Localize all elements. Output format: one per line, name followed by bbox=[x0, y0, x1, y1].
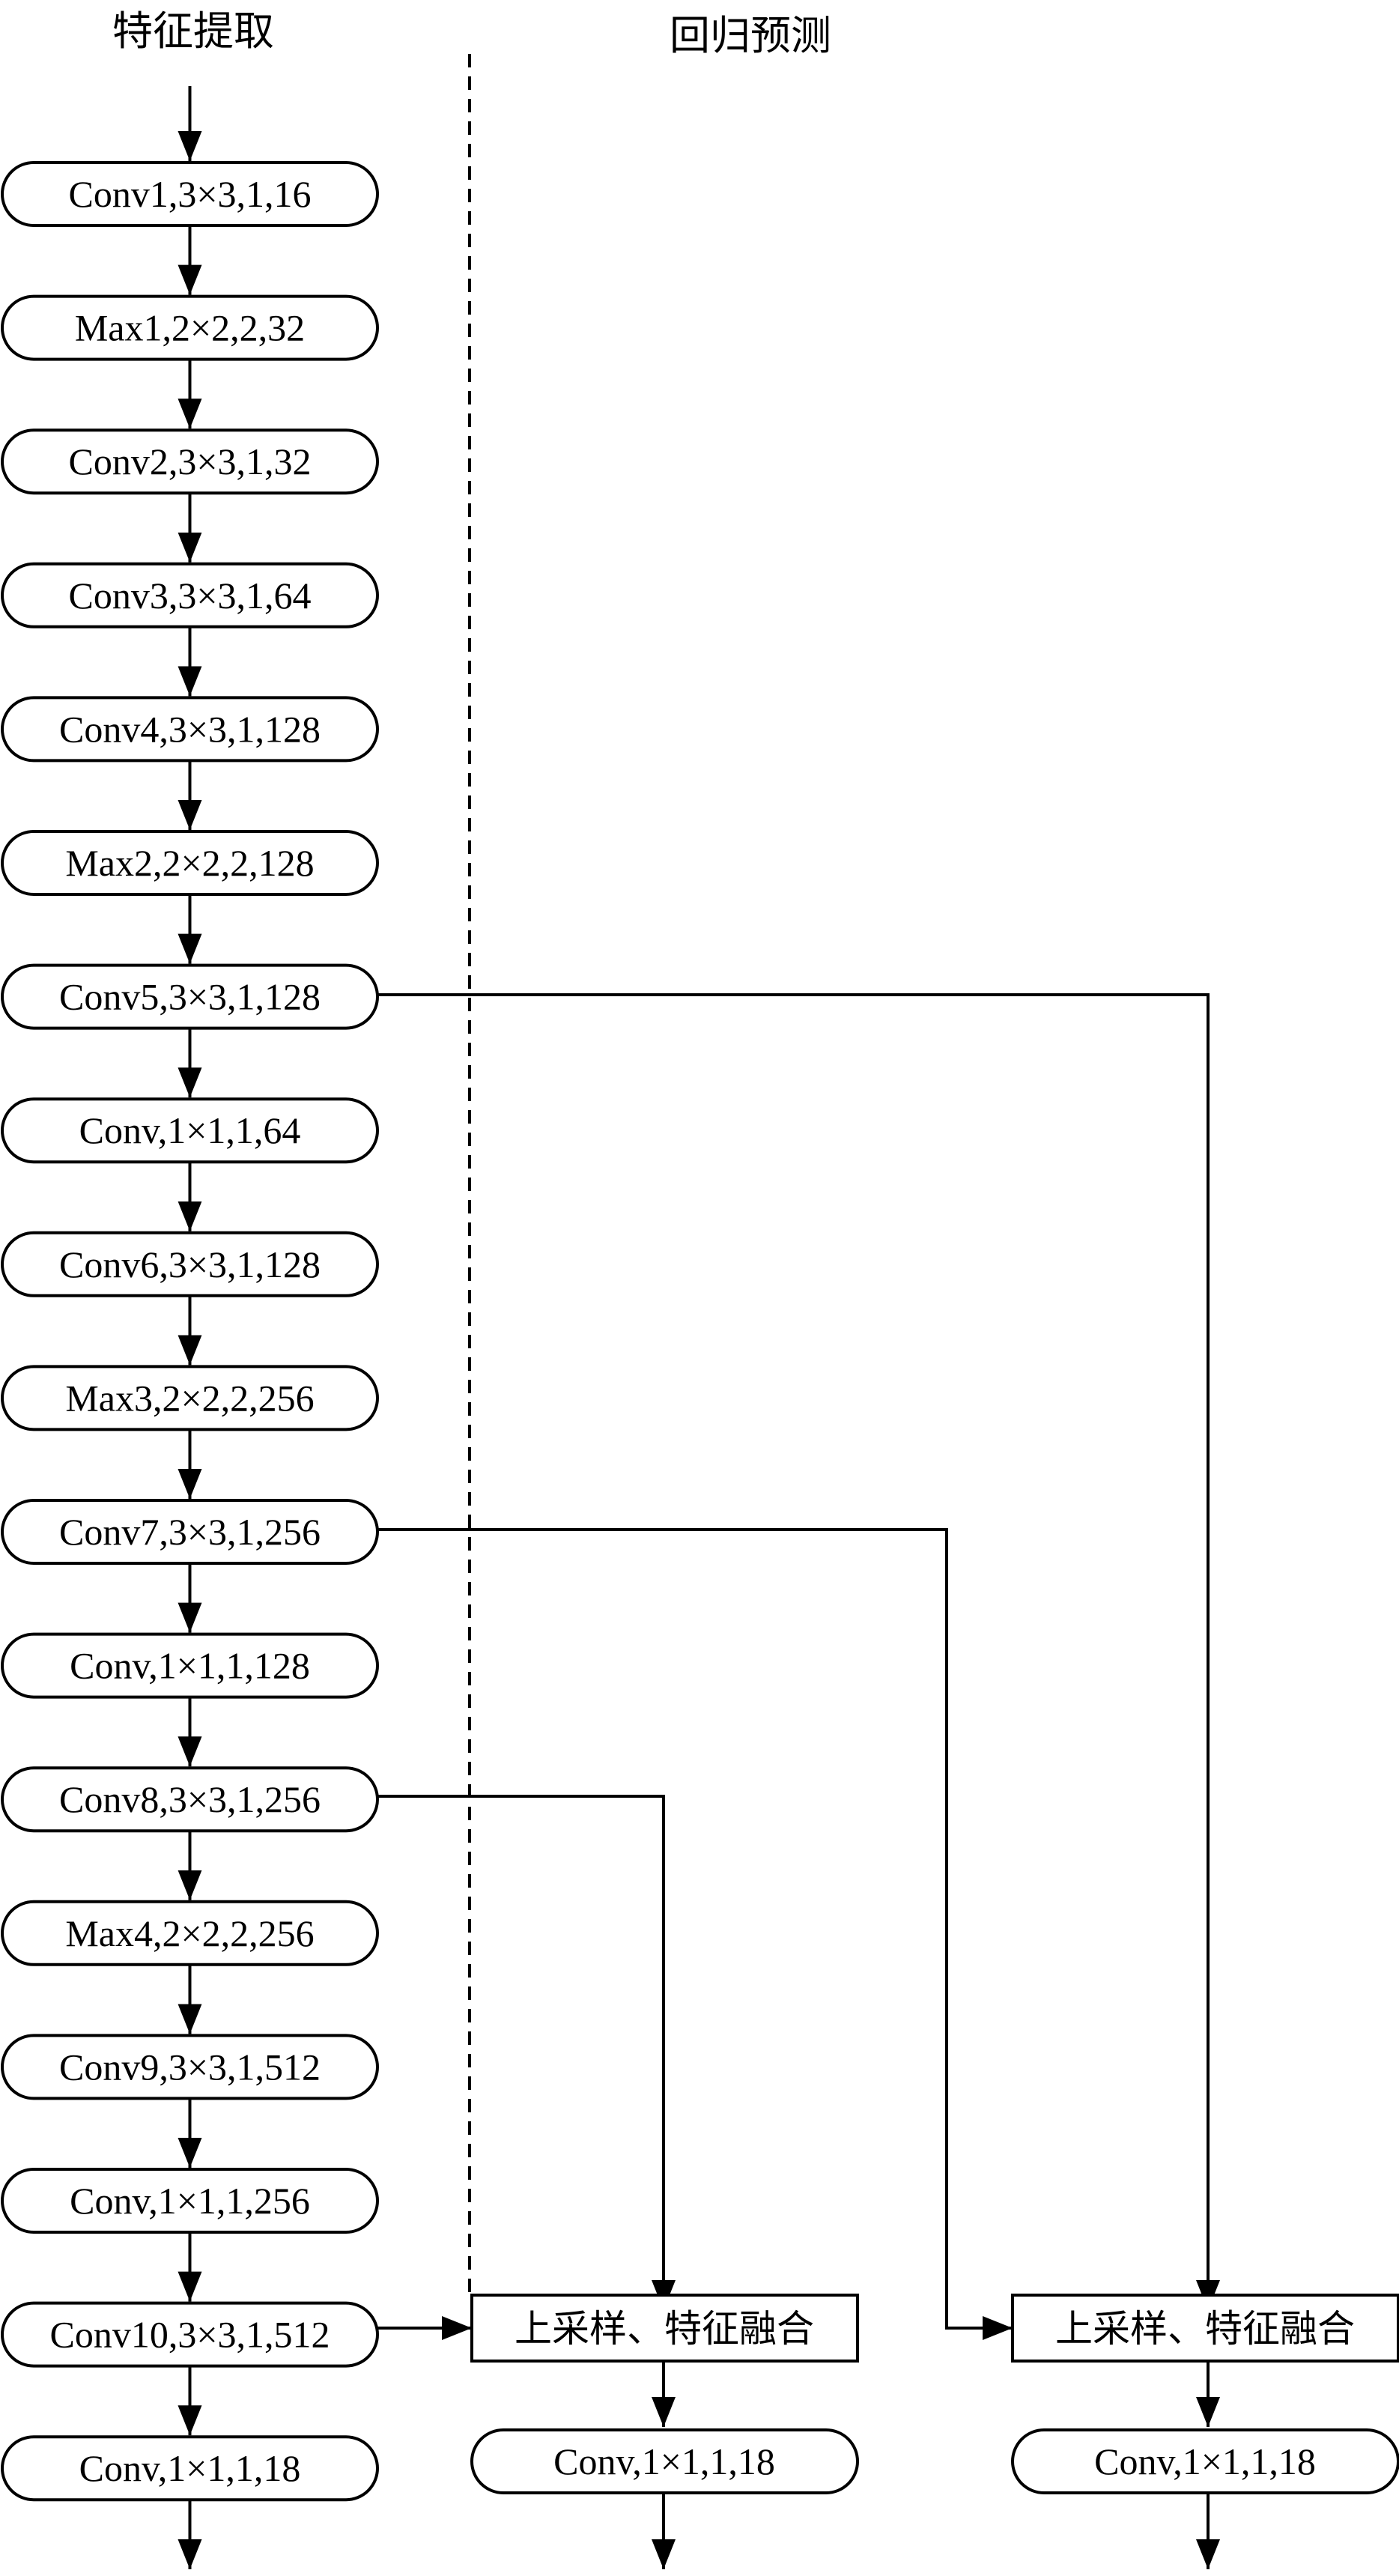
backbone-node-label: Conv1,3×3,1,16 bbox=[68, 173, 311, 215]
backbone-node-shape bbox=[1, 1499, 379, 1565]
fusion-b-label: 上采样、特征融合 bbox=[1055, 2307, 1355, 2351]
backbone-node-label: Conv4,3×3,1,128 bbox=[59, 708, 321, 750]
edge-conv8-to-fusion-a bbox=[377, 1795, 676, 2310]
backbone-node: Conv4,3×3,1,128 bbox=[1, 696, 379, 763]
output-node-b: Conv,1×1,1,18 bbox=[1011, 2428, 1399, 2494]
backbone-node-label: Conv5,3×3,1,128 bbox=[59, 976, 321, 1018]
header-regression-prediction: 回归预测 bbox=[670, 12, 831, 59]
output-a-label: Conv,1×1,1,18 bbox=[553, 2440, 775, 2482]
backbone-node-shape bbox=[1, 2168, 379, 2234]
backbone-node-label: Max3,2×2,2,256 bbox=[65, 1377, 314, 1419]
backbone-node: Conv9,3×3,1,512 bbox=[1, 2034, 379, 2100]
backbone-node: Conv6,3×3,1,128 bbox=[1, 1231, 379, 1297]
backbone-node-label: Conv,1×1,1,18 bbox=[79, 2447, 301, 2489]
backbone-node-label: Conv,1×1,1,128 bbox=[70, 1645, 310, 1687]
backbone-node: Conv,1×1,1,18 bbox=[1, 2435, 379, 2502]
backbone-nodes: Conv1,3×3,1,16Max1,2×2,2,32Conv2,3×3,1,3… bbox=[1, 161, 379, 2502]
fusion-block-a: 上采样、特征融合 bbox=[470, 2294, 859, 2363]
backbone-node-label: Max4,2×2,2,256 bbox=[65, 1912, 314, 1954]
backbone-node-label: Conv7,3×3,1,256 bbox=[59, 1511, 321, 1553]
backbone-node-shape bbox=[1, 1231, 379, 1297]
backbone-node-label: Conv2,3×3,1,32 bbox=[68, 440, 311, 482]
output-b-label: Conv,1×1,1,18 bbox=[1094, 2440, 1316, 2482]
backbone-node-shape bbox=[1, 428, 379, 495]
backbone-node: Conv5,3×3,1,128 bbox=[1, 963, 379, 1030]
backbone-node-shape bbox=[1, 696, 379, 763]
backbone-node-label: Conv8,3×3,1,256 bbox=[59, 1778, 321, 1820]
backbone-node: Conv,1×1,1,256 bbox=[1, 2168, 379, 2234]
backbone-node-label: Conv,1×1,1,256 bbox=[70, 2180, 310, 2222]
backbone-node: Max1,2×2,2,32 bbox=[1, 294, 379, 361]
backbone-node: Conv2,3×3,1,32 bbox=[1, 428, 379, 495]
backbone-node-label: Max2,2×2,2,128 bbox=[65, 842, 314, 884]
backbone-node-label: Conv3,3×3,1,64 bbox=[68, 575, 311, 616]
backbone-node-shape bbox=[1, 1097, 379, 1164]
backbone-node-label: Conv9,3×3,1,512 bbox=[59, 2046, 321, 2088]
edge-conv5-to-fusion-b bbox=[377, 993, 1220, 2310]
backbone-node-label: Conv6,3×3,1,128 bbox=[59, 1243, 321, 1285]
backbone-node: Conv7,3×3,1,256 bbox=[1, 1499, 379, 1565]
backbone-node-shape bbox=[1, 830, 379, 896]
backbone-node-shape bbox=[1, 1900, 379, 1966]
backbone-node-shape bbox=[1, 2034, 379, 2100]
backbone-node: Max2,2×2,2,128 bbox=[1, 830, 379, 896]
backbone-node-shape bbox=[1, 1365, 379, 1431]
header-feature-extraction: 特征提取 bbox=[112, 7, 274, 55]
backbone-node: Conv,1×1,1,128 bbox=[1, 1632, 379, 1699]
backbone-node: Conv1,3×3,1,16 bbox=[1, 161, 379, 227]
backbone-node: Max4,2×2,2,256 bbox=[1, 1900, 379, 1966]
backbone-node-shape bbox=[1, 1632, 379, 1699]
backbone-node-shape bbox=[1, 562, 379, 628]
fusion-block-b: 上采样、特征融合 bbox=[1011, 2294, 1399, 2363]
edge-conv7-to-fusion-b bbox=[377, 1528, 1013, 2340]
backbone-node-label: Conv,1×1,1,64 bbox=[79, 1109, 301, 1151]
backbone-node: Conv3,3×3,1,64 bbox=[1, 562, 379, 628]
backbone-node: Max3,2×2,2,256 bbox=[1, 1365, 379, 1431]
backbone-node: Conv8,3×3,1,256 bbox=[1, 1766, 379, 1833]
backbone-node-shape bbox=[1, 2435, 379, 2502]
backbone-node-shape bbox=[1, 294, 379, 361]
backbone-node-label: Max1,2×2,2,32 bbox=[75, 307, 305, 349]
backbone-node: Conv,1×1,1,64 bbox=[1, 1097, 379, 1164]
backbone-node: Conv10,3×3,1,512 bbox=[1, 2301, 379, 2368]
backbone-node-shape bbox=[1, 2301, 379, 2368]
backbone-node-label: Conv10,3×3,1,512 bbox=[49, 2314, 330, 2356]
skip-connections bbox=[377, 993, 1220, 2569]
output-node-a: Conv,1×1,1,18 bbox=[470, 2428, 859, 2494]
backbone-node-shape bbox=[1, 1766, 379, 1833]
backbone-node-shape bbox=[1, 161, 379, 227]
fusion-a-label: 上采样、特征融合 bbox=[515, 2307, 814, 2351]
backbone-node-shape bbox=[1, 963, 379, 1030]
